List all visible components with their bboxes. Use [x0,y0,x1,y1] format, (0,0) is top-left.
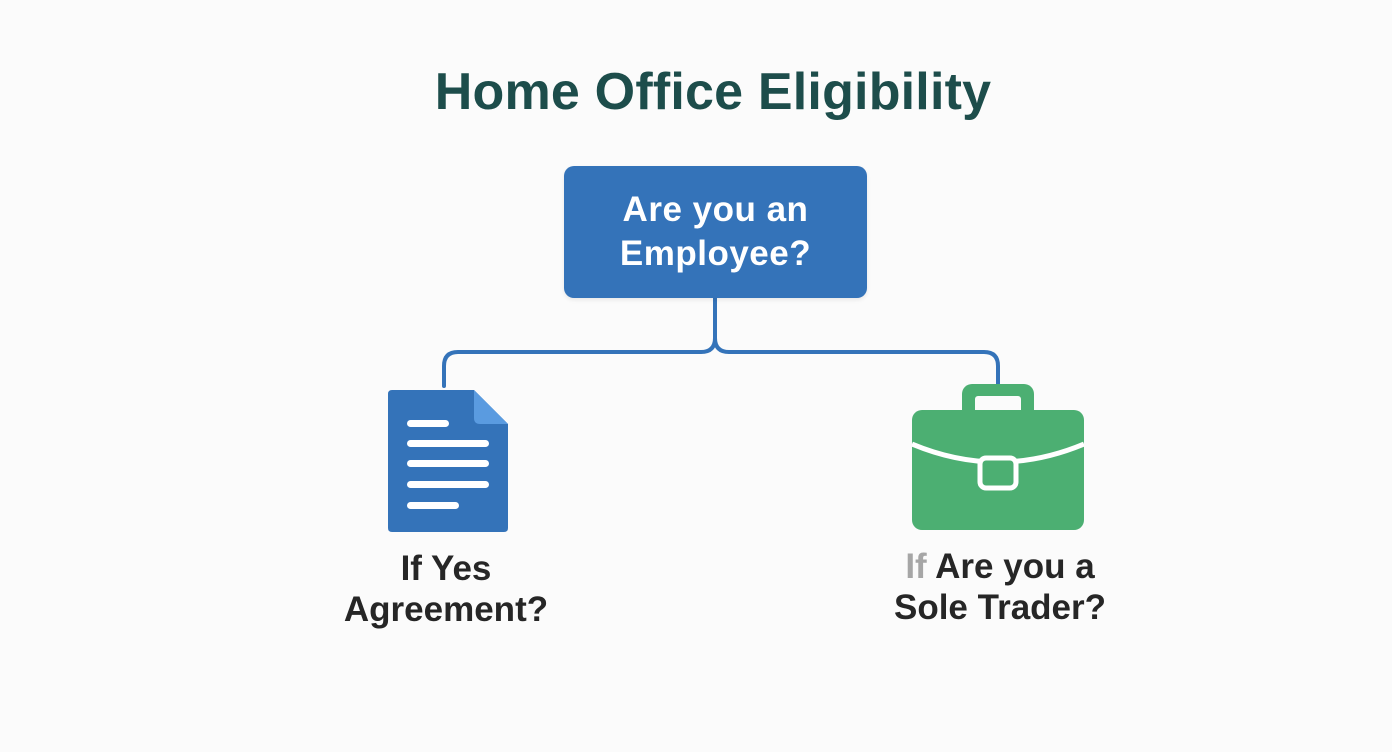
employee-question-box: Are you an Employee? [564,166,867,298]
right-label-line-1: If Are you a [850,546,1150,587]
employee-yes-label: If Yes Agreement? [296,548,596,630]
left-label-line-2: Agreement? [343,590,549,629]
document-icon [388,390,508,532]
right-label-prefix: If [905,547,927,586]
diagram-title: Home Office Eligibility [434,63,992,121]
connector-right [713,336,1000,386]
right-label-line-2: Sole Trader? [893,588,1107,627]
connector-left [442,296,717,388]
sole-trader-label: If Are you a Sole Trader? [850,546,1150,628]
employee-question-text: Are you an Employee? [564,188,867,276]
left-label-line-1: If Yes [400,549,492,588]
right-label-line-1-text: Are you a [935,547,1095,586]
briefcase-icon [912,384,1084,530]
question-line-2: Employee? [619,234,812,273]
question-line-1: Are you an [622,190,809,229]
